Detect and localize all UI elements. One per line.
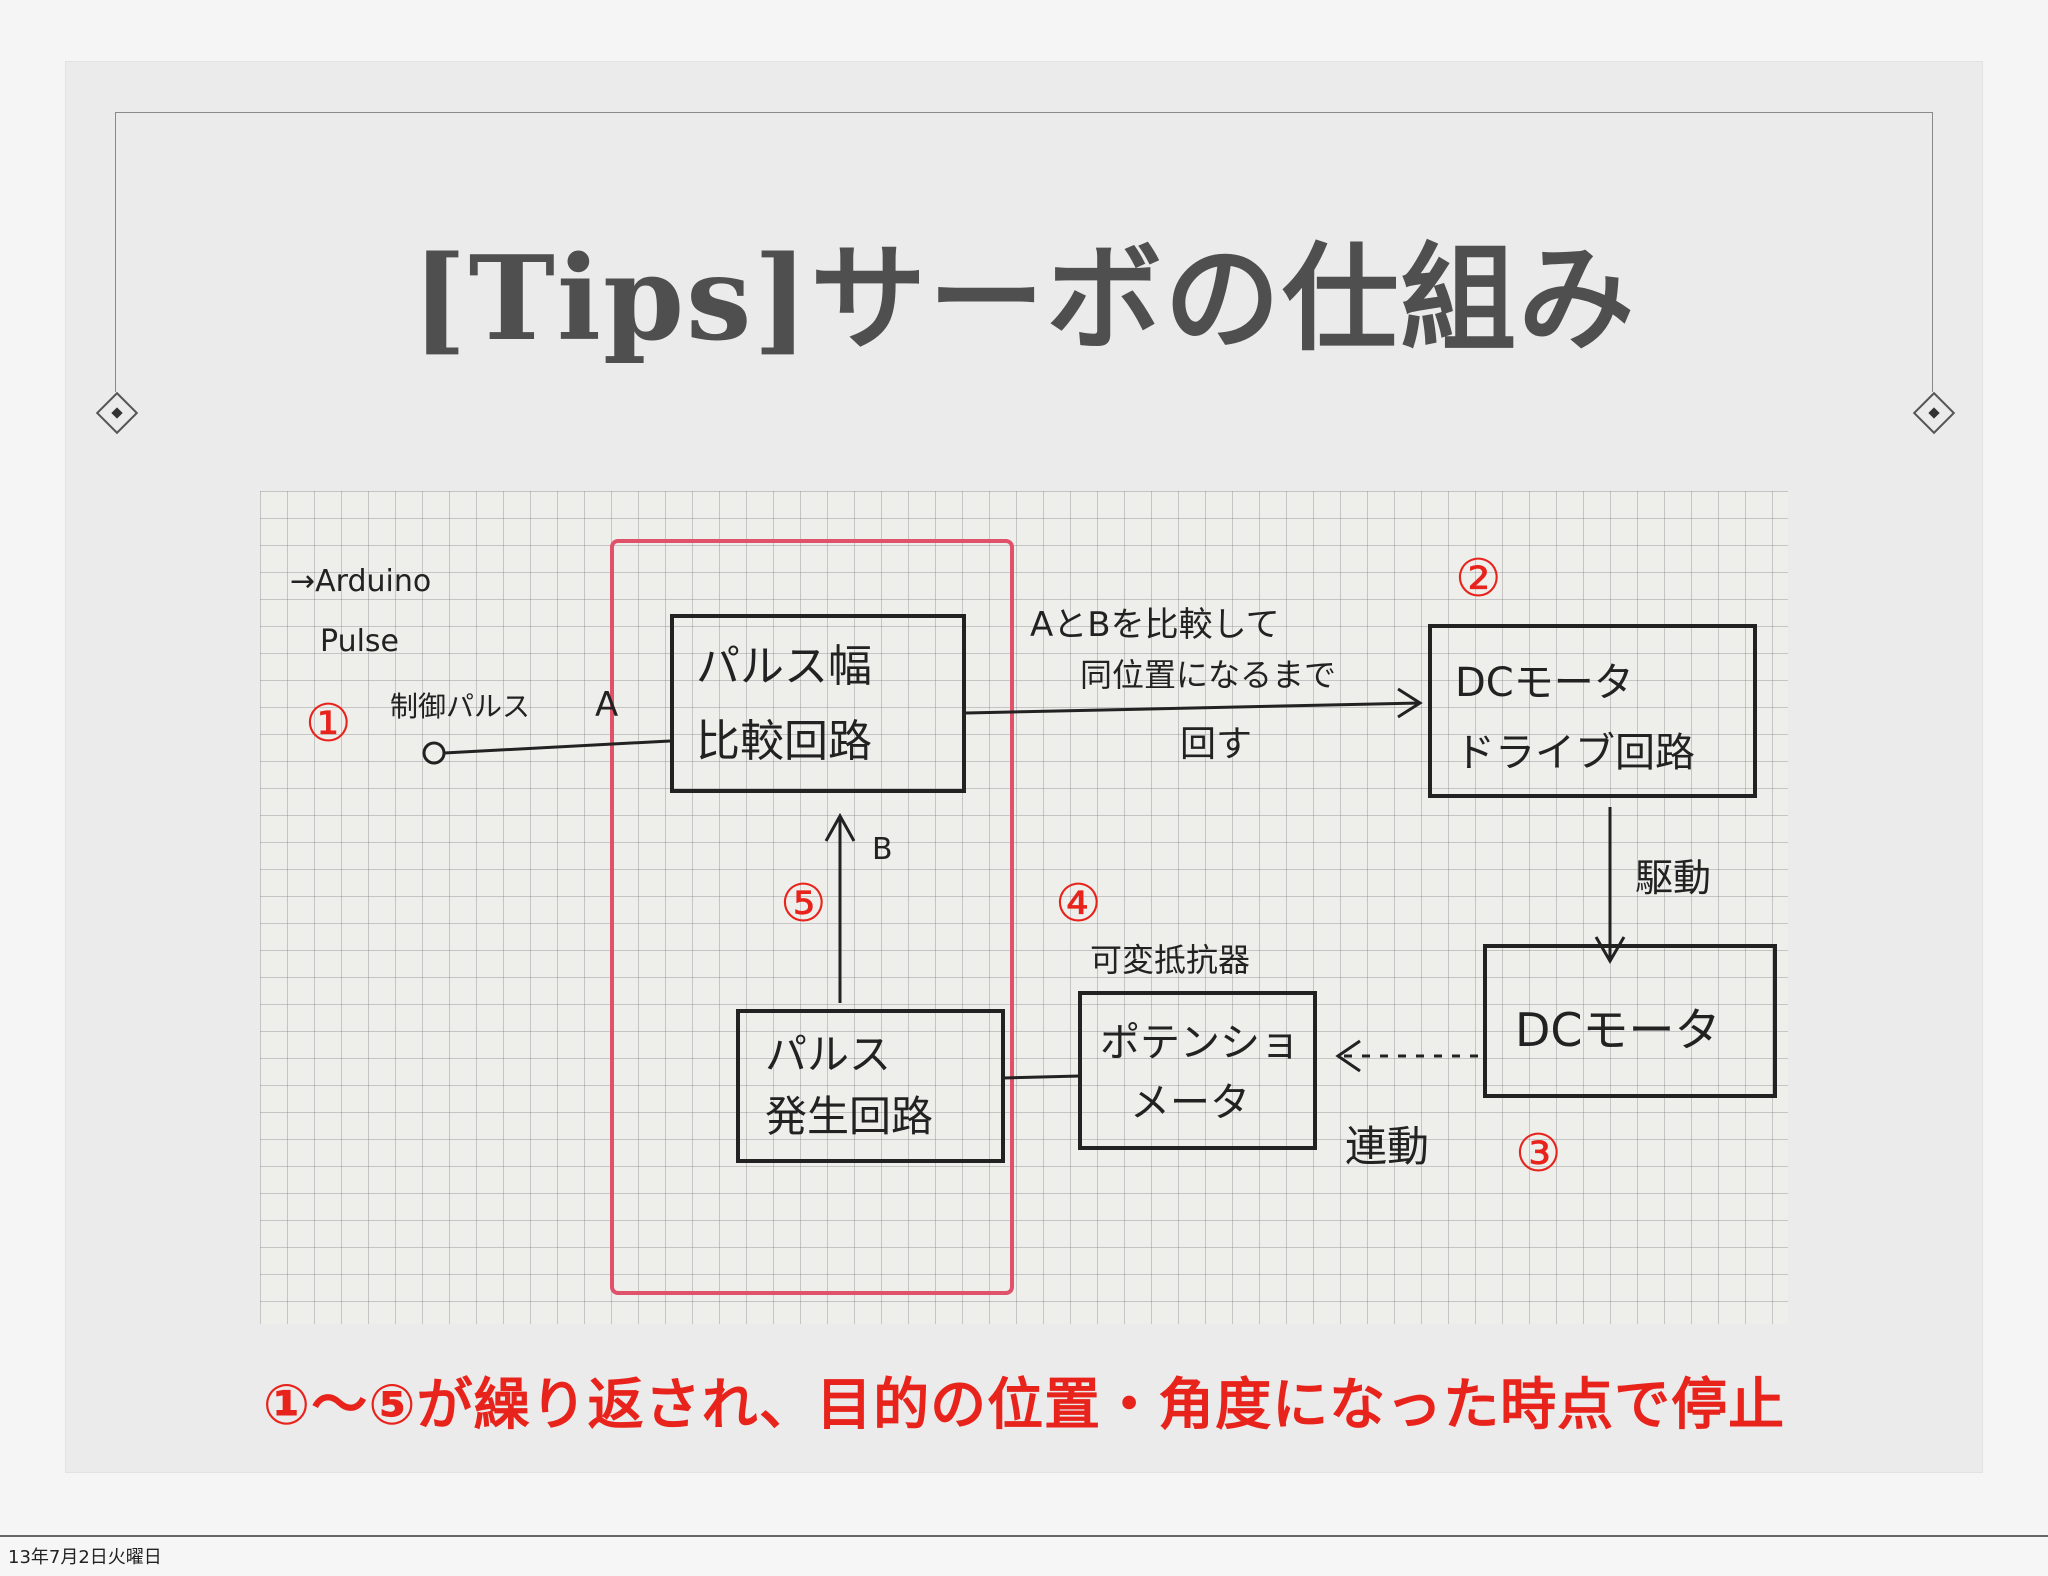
input-terminal	[422, 741, 446, 765]
comparator-label-1: パルス幅	[696, 641, 872, 692]
input-label-pulse: Pulse	[320, 624, 399, 659]
input-label-control-pulse: 制御パルス	[390, 690, 530, 723]
potentiometer-label-1: ポテンショ	[1100, 1020, 1300, 1066]
arrowhead-right	[1397, 687, 1423, 719]
title-frame-top	[115, 112, 1933, 113]
title-frame-right	[1932, 112, 1933, 392]
drive-arrow-label: 駆動	[1635, 856, 1711, 900]
compare-note-2: 同位置になるまで	[1080, 656, 1336, 694]
slide-title: [Tips]サーボの仕組み	[411, 231, 1637, 367]
signal-a-label: A	[595, 685, 618, 725]
comparator-label-2: 比較回路	[696, 716, 872, 767]
step-4-marker: ④	[1055, 874, 1102, 934]
generator-label-1: パルス	[765, 1030, 891, 1079]
generator-label-2: 発生回路	[765, 1092, 933, 1141]
potentiometer-label-2: メータ	[1130, 1080, 1250, 1126]
compare-note-3: 回す	[1180, 724, 1252, 765]
potentiometer-caption: 可変抵抗器	[1090, 941, 1250, 979]
input-wire	[443, 739, 671, 755]
drive-label-2: ドライブ回路	[1455, 730, 1695, 776]
link-label: 連動	[1345, 1122, 1429, 1171]
footer-date: 13年7月2日火曜日	[8, 1547, 162, 1568]
title-frame-left	[115, 112, 116, 392]
step-3-marker: ③	[1515, 1124, 1562, 1184]
input-label-arduino: →Arduino	[290, 564, 431, 599]
compare-to-drive-arrow	[965, 701, 1421, 715]
drive-circuit-box	[1428, 624, 1757, 798]
pulse-generator-box	[736, 1009, 1005, 1163]
slide-caption: ①〜⑤が繰り返され、目的の位置・角度になった時点で停止	[262, 1373, 1786, 1438]
step-5-marker: ⑤	[780, 874, 827, 934]
potentiometer-box	[1078, 991, 1317, 1150]
arrowhead-left	[1335, 1039, 1361, 1073]
dc-motor-label: DCモータ	[1515, 1003, 1721, 1057]
drive-label-1: DCモータ	[1455, 660, 1634, 706]
pot-generator-wire	[1002, 1074, 1081, 1080]
comparator-enclosure	[610, 539, 1014, 1295]
diagram-canvas: →Arduino Pulse 制御パルス A パルス幅 比較回路 AとBを比較し…	[290, 539, 1777, 1295]
compare-note-1: AとBを比較して	[1030, 605, 1280, 645]
comparator-box	[670, 614, 966, 793]
dc-motor-box	[1483, 944, 1777, 1098]
step-2-marker: ②	[1455, 549, 1502, 609]
arrowhead-up	[824, 812, 856, 842]
step-1-marker: ①	[305, 694, 352, 754]
signal-b-label: B	[872, 832, 893, 867]
footer-divider	[0, 1535, 2048, 1537]
hand-drawn-diagram-photo: →Arduino Pulse 制御パルス A パルス幅 比較回路 AとBを比較し…	[260, 491, 1788, 1324]
